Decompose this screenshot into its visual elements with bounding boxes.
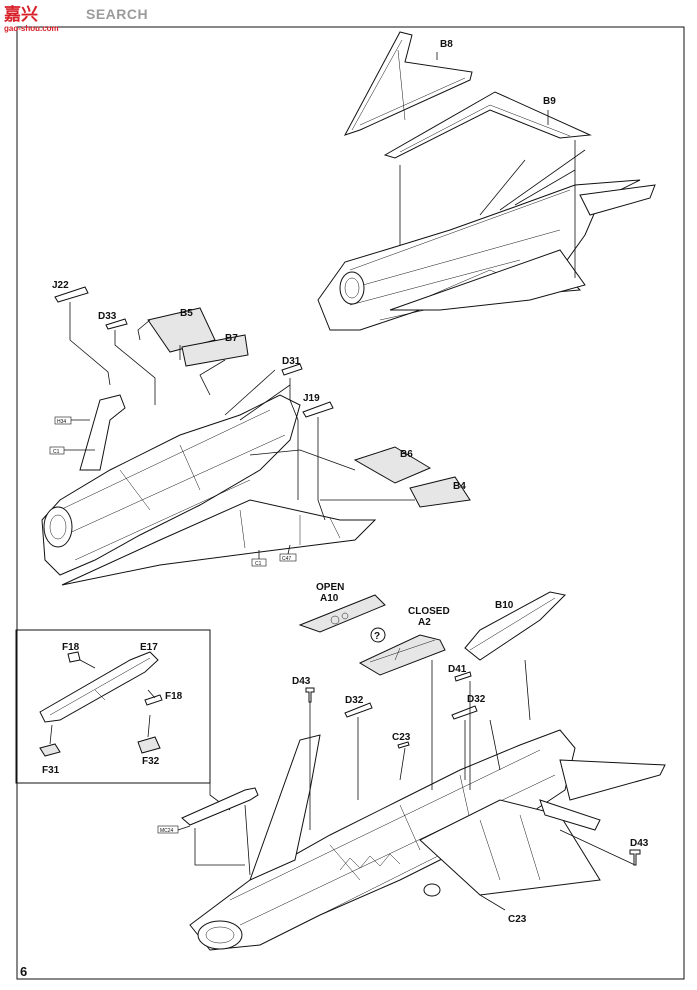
top-wing [389, 249, 586, 311]
part-d33 [105, 318, 128, 330]
tag-mc24 [157, 825, 179, 834]
middle-fuselage [41, 394, 301, 576]
part-d41 [454, 671, 472, 682]
watermark-logo-text: 嘉兴 [3, 4, 38, 24]
tag-h34 [54, 416, 72, 425]
callout-f32: F32 [142, 756, 160, 767]
part-c23-top [397, 741, 410, 749]
bottom-stabilizer [559, 759, 666, 801]
bottom-leader-lines [309, 659, 636, 911]
bottom-assembly-drawing: MC24 ? [157, 582, 666, 951]
inset-box: F18 E17 F18 F31 F32 [15, 629, 231, 811]
inset-part-f31 [39, 743, 61, 757]
middle-fin [79, 394, 126, 471]
bottom-grille [339, 853, 401, 871]
callout-d32-left: D32 [345, 695, 364, 706]
bottom-nose-ring [197, 920, 243, 950]
middle-wing [61, 499, 377, 586]
top-assembly-drawing: B8 B9 [317, 31, 656, 331]
callout-j19: J19 [303, 393, 320, 404]
canopy-closed-a2 [358, 634, 446, 676]
part-b6 [353, 446, 432, 484]
inset-part-f32 [137, 736, 161, 754]
question-circle [370, 627, 386, 643]
callout-d43-right: D43 [630, 838, 649, 849]
callout-closed: CLOSED [408, 606, 450, 617]
tag-c1-a-text: C1 [53, 449, 60, 455]
part-b4 [409, 476, 471, 508]
part-d43-right [629, 849, 641, 866]
callout-c23-top: C23 [392, 732, 411, 743]
callout-d41: D41 [448, 664, 467, 675]
watermark-logo: 嘉兴 SEARCH gao-shou.com [2, 4, 148, 33]
callout-b9: B9 [543, 96, 556, 107]
callout-d33: D33 [98, 311, 117, 322]
watermark-brand: SEARCH [86, 6, 148, 22]
callout-f18-left: F18 [62, 642, 80, 653]
top-nose-ring [339, 271, 365, 305]
callout-b7: B7 [225, 333, 238, 344]
callout-d43-top: D43 [292, 676, 311, 687]
inset-part-f18-right [144, 694, 163, 706]
callout-open: OPEN [316, 582, 344, 593]
callout-b5: B5 [180, 308, 193, 319]
fin-part-b8 [343, 31, 473, 136]
question-mark: ? [374, 631, 380, 642]
rudder-part-b9 [383, 91, 592, 159]
part-b5 [147, 307, 216, 353]
inset-part-f18-left [67, 651, 81, 663]
fin-part-b10 [464, 591, 567, 661]
middle-nose-ring [43, 506, 73, 548]
top-leader-lines [399, 52, 576, 278]
part-j19 [302, 401, 334, 418]
bottom-wing [419, 799, 601, 896]
top-fuselage [317, 179, 641, 331]
callout-e17: E17 [140, 642, 158, 653]
page-border [16, 26, 685, 980]
part-j22 [54, 286, 89, 303]
bottom-intake [423, 883, 441, 897]
tag-h34-text: H34 [57, 419, 66, 425]
part-d32-right [451, 705, 478, 720]
bottom-missile [181, 787, 259, 826]
top-stabilizer [579, 184, 656, 216]
callout-j22: J22 [52, 280, 69, 291]
tag-c47-text: C47 [282, 556, 291, 562]
callout-b6: B6 [400, 449, 413, 460]
bottom-ventral-fin [539, 799, 601, 831]
callout-b10: B10 [495, 600, 514, 611]
part-d31 [281, 363, 303, 376]
tag-c1-a [49, 446, 65, 455]
page-number: 6 [20, 964, 27, 979]
middle-assembly-drawing: H34 C1 C1 C47 J22 D33 B5 B7 D31 J19 B6 B… [41, 280, 471, 586]
callout-a10: A10 [320, 593, 339, 604]
callout-f31: F31 [42, 765, 60, 776]
callout-b8: B8 [440, 39, 453, 50]
callout-d31: D31 [282, 356, 301, 367]
watermark-url: gao-shou.com [4, 24, 59, 33]
tag-c1-b-text: C1 [255, 561, 262, 567]
part-b7 [181, 334, 249, 367]
callout-f18-right: F18 [165, 691, 183, 702]
callout-c23-bottom: C23 [508, 914, 527, 925]
callout-d32-right: D32 [467, 694, 486, 705]
canopy-open-a10 [298, 594, 386, 633]
part-d32-left [344, 702, 373, 718]
middle-leader-lines [69, 302, 415, 521]
bottom-fin [249, 734, 321, 881]
callout-b4: B4 [453, 481, 466, 492]
callout-a2: A2 [418, 617, 431, 628]
part-d43-top [305, 687, 315, 703]
tag-mc24-text: MC24 [160, 828, 174, 834]
